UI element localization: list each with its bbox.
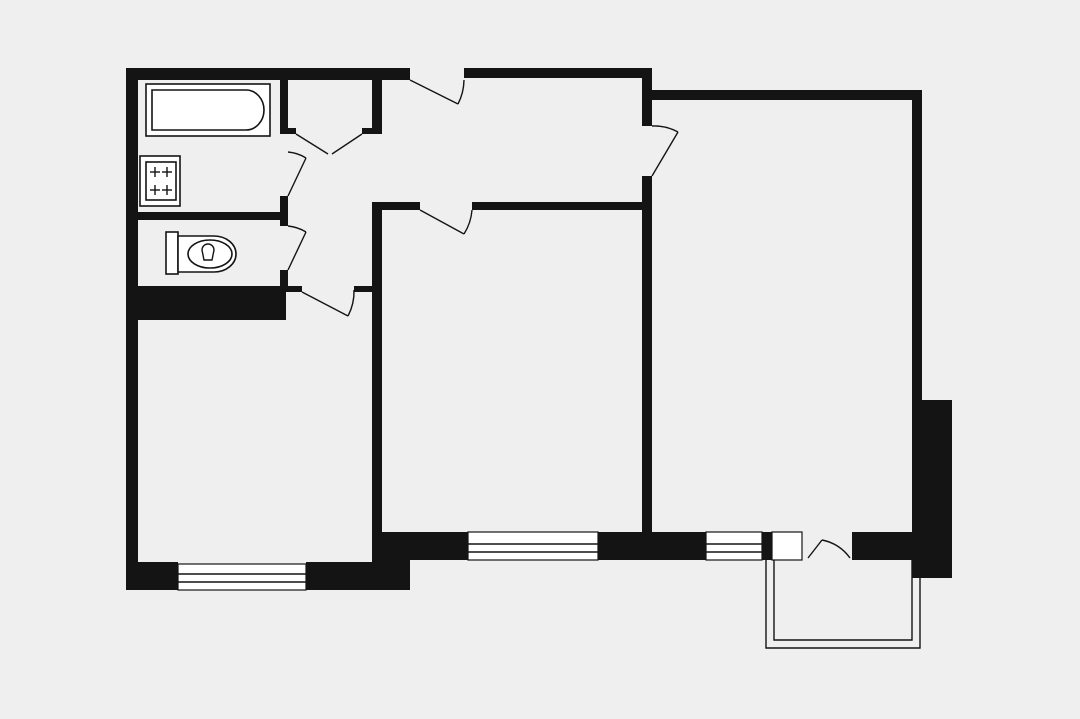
door-closet <box>295 133 363 155</box>
balcony-outline <box>765 560 921 649</box>
door-entry <box>409 79 465 105</box>
bathtub-icon <box>145 83 271 137</box>
sink-icon <box>139 155 181 207</box>
toilet-icon <box>165 231 237 275</box>
door-middle-room <box>419 209 473 235</box>
room-right <box>652 100 914 530</box>
door-balcony <box>771 531 851 561</box>
window-right-room <box>705 531 763 561</box>
outer-walls <box>126 68 952 590</box>
door-bathroom <box>287 151 307 197</box>
door-right-room <box>651 125 679 177</box>
room-middle <box>382 208 640 530</box>
room-areas <box>138 78 920 648</box>
room-left <box>138 320 372 560</box>
door-left-room <box>301 289 355 317</box>
inner-walls <box>138 68 652 540</box>
balcony <box>766 560 920 648</box>
windows <box>177 531 763 591</box>
window-middle-room <box>467 531 599 561</box>
closet <box>286 78 374 134</box>
window-left-room <box>177 563 307 591</box>
doors <box>287 79 851 561</box>
door-toilet <box>287 225 307 271</box>
fixtures <box>139 83 271 275</box>
